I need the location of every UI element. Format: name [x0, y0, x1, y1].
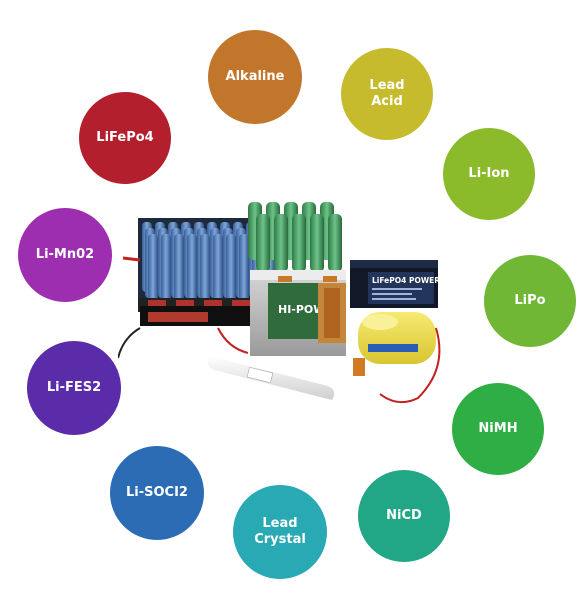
yellow-nicd-pack	[353, 312, 441, 404]
battery-type-circle-li-ion: Li-Ion	[443, 128, 535, 220]
battery-type-circle-lead-crystal: Lead Crystal	[233, 485, 327, 579]
green-cylindrical-cells	[248, 202, 342, 272]
blue-cell	[187, 234, 197, 304]
battery-type-circle-lipo: LiPo	[484, 255, 576, 347]
battery-type-circle-nimh: NiMH	[452, 383, 544, 475]
green-cell	[292, 214, 306, 272]
blue-cell	[226, 234, 236, 304]
battery-type-circle-nicd: NiCD	[358, 470, 450, 562]
green-cell	[328, 214, 342, 272]
battery-type-circle-lifepo4: LiFePo4	[79, 92, 171, 184]
battery-collection-image: LiFePO4 POWER HI-POW	[118, 202, 441, 404]
battery-type-circle-lead-acid: Lead Acid	[341, 48, 433, 140]
green-cell	[310, 214, 324, 272]
battery-type-circle-li-soci2: Li-SOCI2	[110, 446, 204, 540]
blue-cell	[200, 234, 210, 304]
lifepo4-battery: LiFePO4 POWER	[350, 260, 440, 308]
blue-cell	[239, 234, 249, 304]
lead-acid-battery-brand: HI-POW	[278, 303, 325, 316]
battery-type-circle-li-fes2: Li-FES2	[27, 341, 121, 435]
blue-cell	[213, 234, 223, 304]
green-cell	[256, 214, 270, 272]
white-tube-battery	[207, 356, 335, 400]
lead-acid-battery: HI-POW	[250, 270, 346, 356]
blue-cell	[148, 234, 158, 304]
blue-cell	[161, 234, 171, 304]
lifepo4-battery-label: LiFePO4 POWER	[372, 276, 440, 285]
battery-type-circle-alkaline: Alkaline	[208, 30, 302, 124]
green-cell	[274, 214, 288, 272]
battery-type-circle-li-mn02: Li-Mn02	[18, 208, 112, 302]
blue-cell	[174, 234, 184, 304]
